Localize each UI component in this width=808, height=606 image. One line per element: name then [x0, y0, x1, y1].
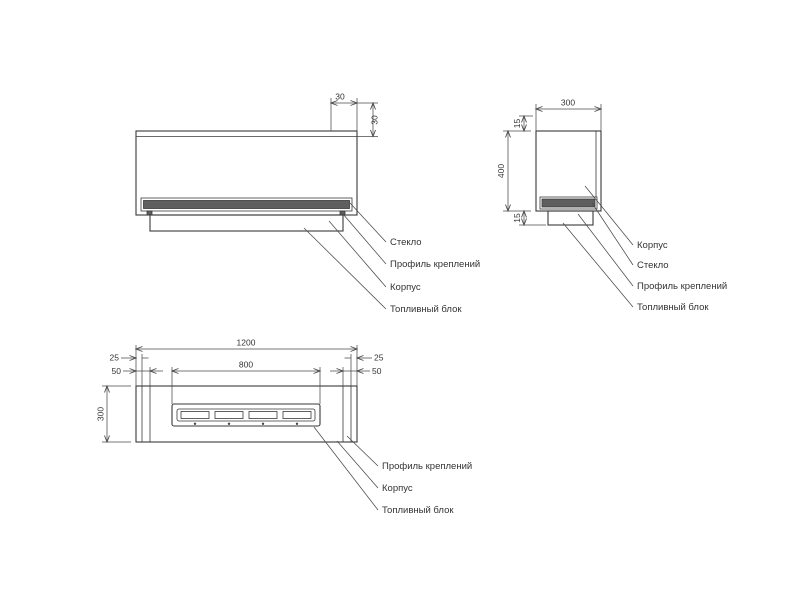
plan-burner-slot — [180, 411, 210, 419]
front-fuel-block — [143, 200, 350, 209]
leader-line — [591, 202, 634, 266]
side-callout-mount-profile: Профиль креплений — [637, 281, 727, 292]
plan-callout-body: Корпус — [382, 483, 413, 494]
front-fuel-opening — [140, 197, 353, 212]
plan-dim-inset-right-value: 50 — [372, 366, 382, 376]
side-dim-400: 400 — [496, 131, 531, 211]
plan-dim-50-left: 50 — [112, 366, 163, 386]
front-dim-30-horizontal: 30 — [331, 92, 378, 131]
plan-body-outline — [135, 385, 358, 443]
leader-line — [342, 213, 387, 265]
plan-dim-margin-left-value: 25 — [110, 353, 120, 363]
plan-dim-inset-left-value: 50 — [112, 366, 122, 376]
front-mount-tab-left — [146, 210, 153, 216]
leader-line — [303, 227, 387, 310]
side-dim-top-value: 15 — [512, 119, 522, 129]
plan-fuel-tray-inner — [176, 408, 316, 422]
side-dim-300: 300 — [536, 98, 601, 131]
front-callout-body: Корпус — [390, 282, 421, 293]
plan-callouts: Профиль креплений Корпус Топливный блок — [313, 426, 472, 516]
plan-dim-50-right: 50 — [330, 366, 382, 386]
leader-line — [346, 435, 379, 467]
plan-callout-fuel-block: Топливный блок — [382, 505, 454, 516]
plan-fixing-dot — [295, 422, 299, 425]
side-dim-15-bottom: 15 — [512, 211, 546, 225]
leader-line — [577, 213, 634, 287]
plan-fuel-tray-outline — [171, 403, 321, 427]
front-callout-fuel-block: Топливный блок — [390, 304, 462, 315]
front-callouts: Стекло Профиль креплений Корпус Топливны… — [303, 202, 480, 315]
leader-line — [562, 222, 634, 308]
front-callout-glass: Стекло — [390, 237, 422, 248]
side-dim-15-top: 15 — [512, 116, 533, 131]
plan-view: 1200 25 25 800 50 — [96, 338, 473, 517]
plan-dim-margin-right-value: 25 — [374, 353, 384, 363]
front-callout-mount-profile: Профиль креплений — [390, 259, 480, 270]
side-dim-height-value: 400 — [496, 164, 506, 178]
side-view: 300 15 400 15 Корпус Стекло Профиль креп… — [496, 98, 727, 314]
leader-line — [313, 426, 379, 511]
side-callout-body: Корпус — [637, 240, 668, 251]
side-callout-glass: Стекло — [637, 260, 669, 271]
plan-callout-mount-profile: Профиль креплений — [382, 461, 472, 472]
front-dim-side-value: 30 — [370, 115, 380, 125]
plan-dim-width-value: 1200 — [237, 338, 256, 348]
leader-line — [328, 220, 387, 288]
side-lower-housing — [547, 210, 594, 226]
front-mount-tab-right — [339, 210, 346, 216]
plan-burner-slot — [248, 411, 278, 419]
plan-fixing-dot — [227, 422, 231, 425]
side-fuel-opening — [539, 196, 598, 210]
plan-burner-slot — [282, 411, 312, 419]
leader-line — [336, 440, 379, 489]
side-callout-fuel-block: Топливный блок — [637, 302, 709, 313]
front-view: 30 30 Стекло Профиль креплений Корпус То… — [135, 92, 480, 315]
front-dim-top-value: 30 — [335, 92, 345, 102]
front-lower-housing — [149, 214, 344, 232]
leader-line — [584, 185, 634, 246]
front-dim-30-vertical: 30 — [357, 103, 380, 137]
side-dim-bottom-value: 15 — [512, 213, 522, 223]
plan-dim-burner-value: 800 — [239, 360, 253, 370]
plan-dim-1200: 1200 — [136, 338, 357, 386]
plan-dim-25-left: 25 — [110, 353, 149, 386]
plan-dim-800: 800 — [172, 360, 320, 404]
plan-fixing-dot — [261, 422, 265, 425]
side-dim-depth-value: 300 — [561, 98, 575, 108]
leader-line — [349, 202, 387, 243]
plan-fixing-dot — [193, 422, 197, 425]
plan-dim-300: 300 — [96, 386, 131, 442]
side-callouts: Корпус Стекло Профиль креплений Топливны… — [562, 185, 727, 313]
side-fuel-block — [541, 198, 596, 208]
plan-dim-depth-value: 300 — [96, 407, 106, 421]
plan-dim-25-right: 25 — [344, 353, 384, 386]
plan-burner-slot — [214, 411, 244, 419]
